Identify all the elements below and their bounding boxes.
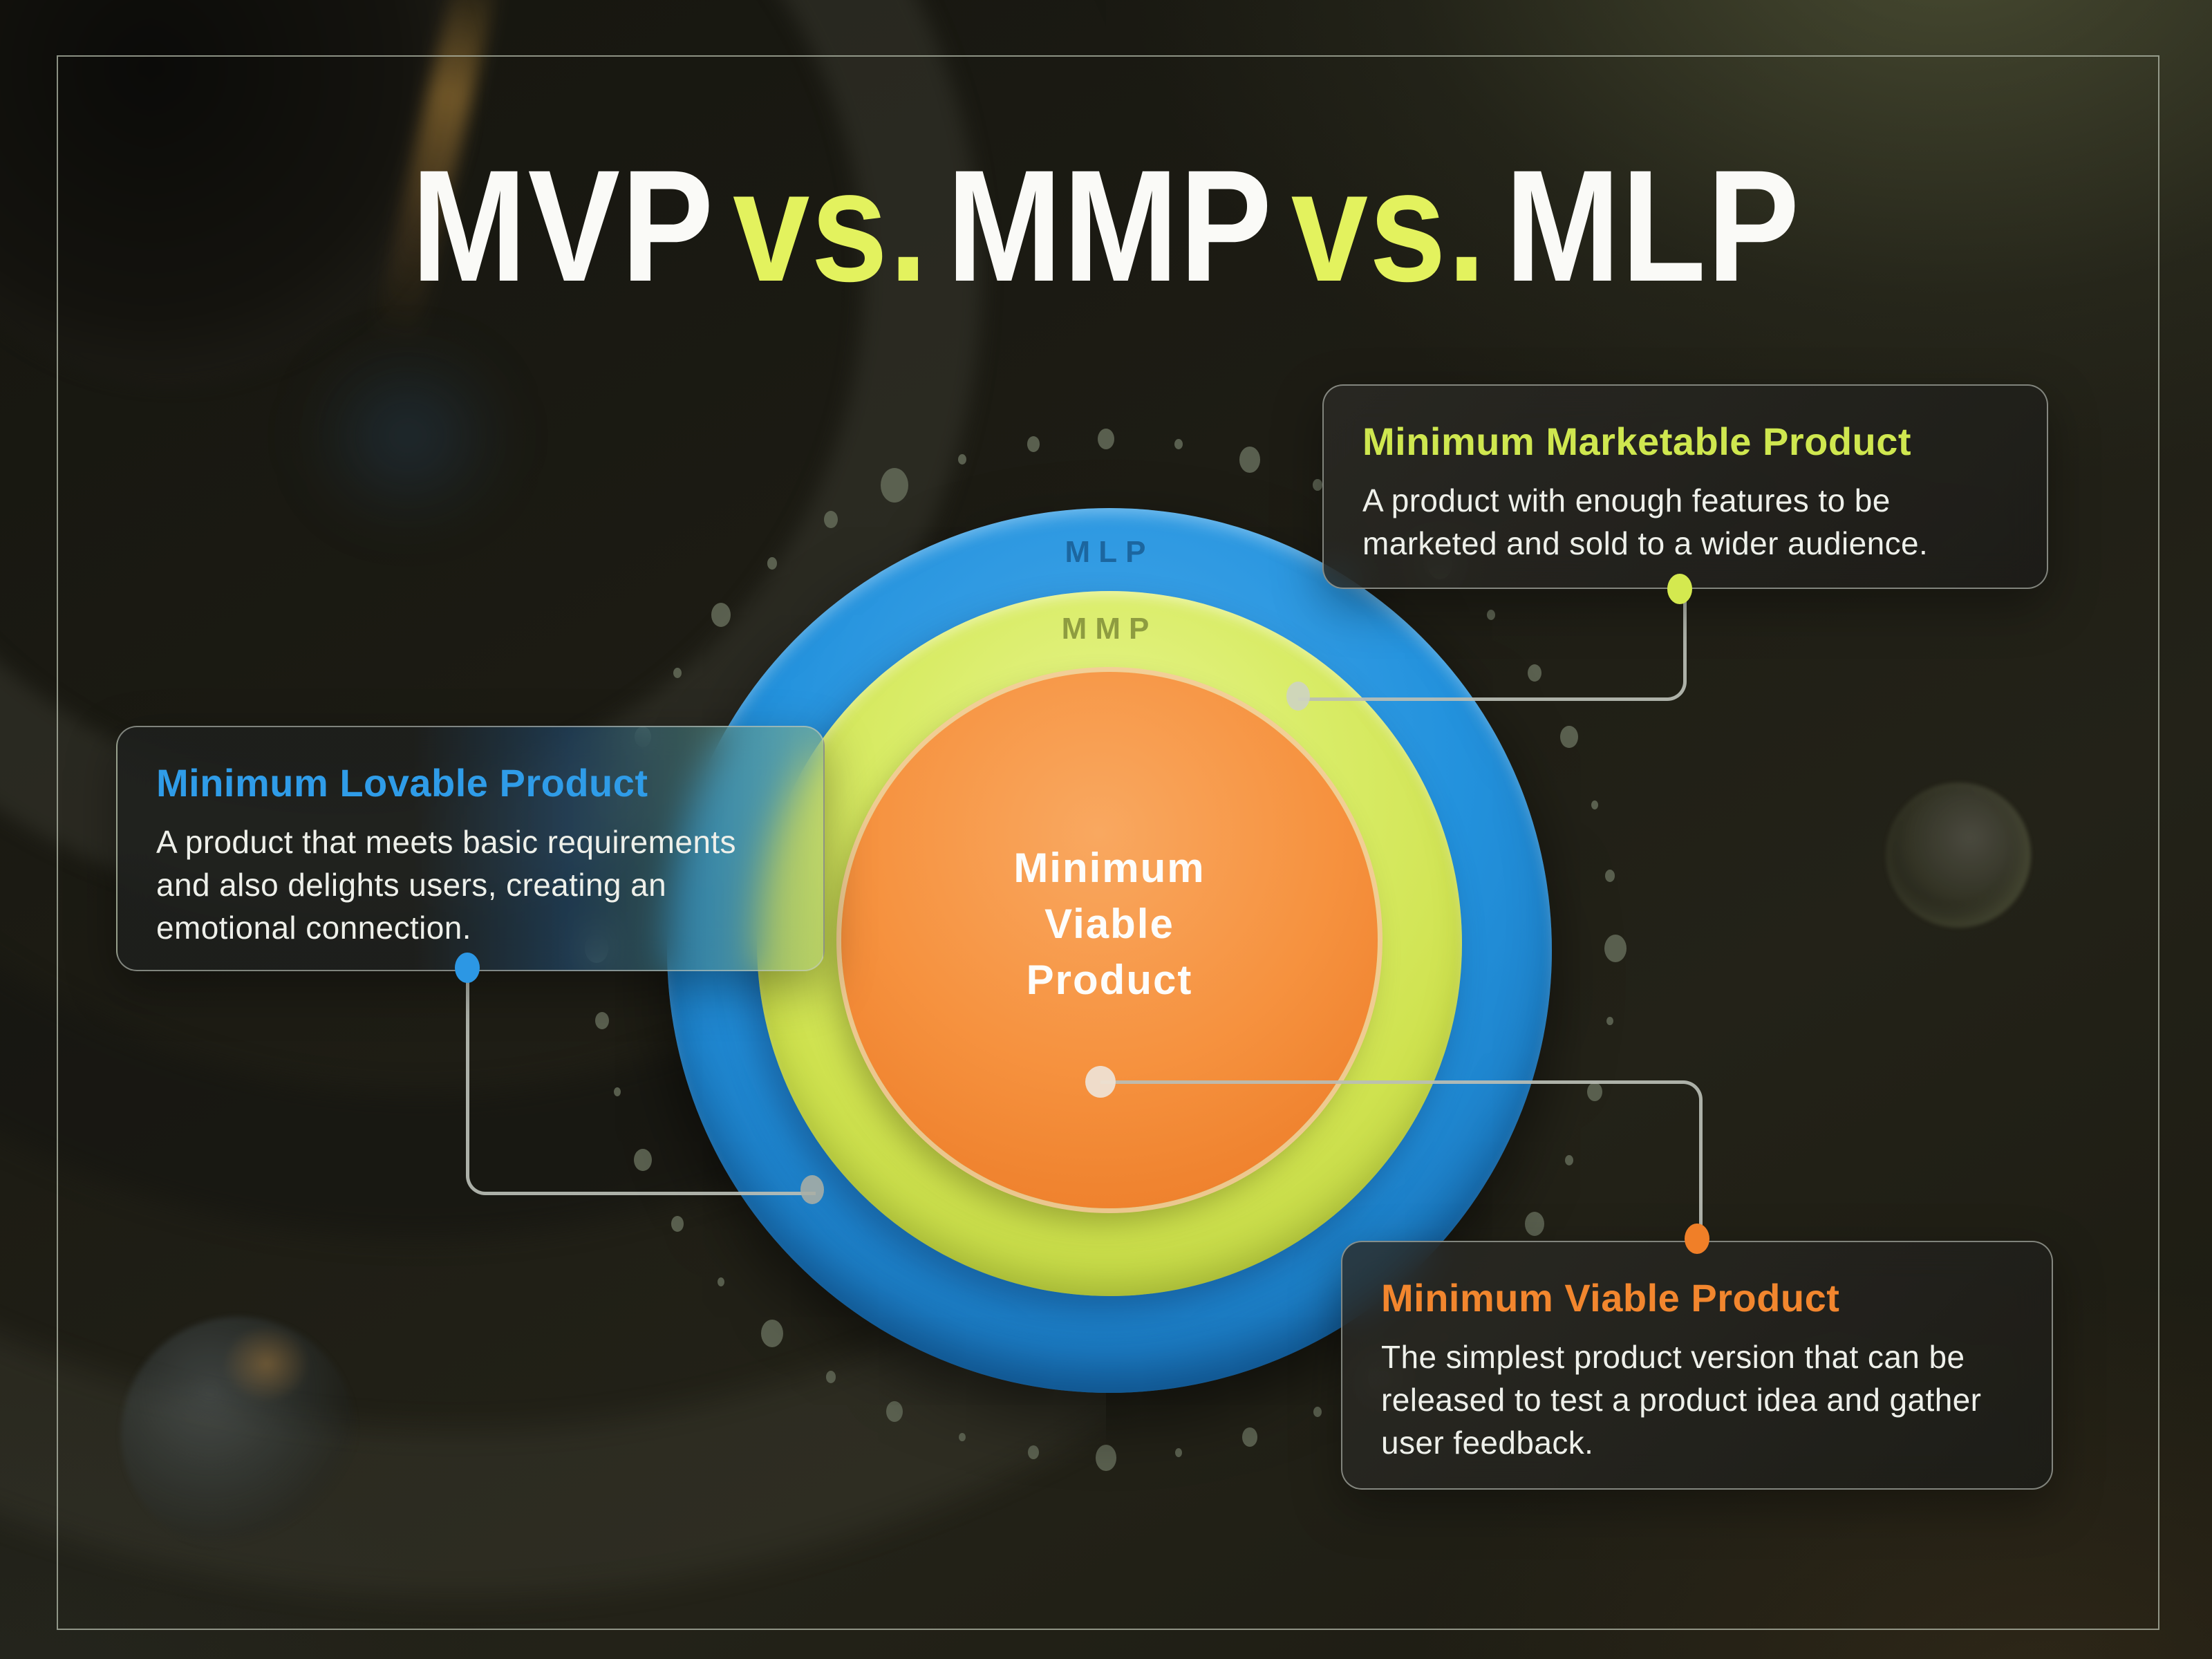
- center-label-line3: Product: [1026, 957, 1193, 1003]
- title-word-mvp: MVP: [411, 137, 715, 315]
- center-label-line1: Minimum: [1013, 845, 1206, 891]
- mmp-callout-card: Minimum Marketable Product A product wit…: [1322, 384, 2048, 589]
- ring-dot: [958, 454, 967, 465]
- sphere-right: [1886, 782, 2031, 928]
- mlp-callout-title: Minimum Lovable Product: [156, 761, 648, 805]
- mlp-circle-label: MLP: [1065, 535, 1154, 569]
- ring-dot: [1096, 1445, 1116, 1471]
- ring-dot: [1028, 1445, 1040, 1460]
- ring-dot: [1587, 1082, 1603, 1102]
- ring-dot: [761, 1319, 784, 1347]
- title-word-mmp: MMP: [946, 137, 1273, 315]
- ring-dot: [885, 1401, 903, 1423]
- ring-dot: [1486, 609, 1495, 620]
- mvp-box-dot: [1685, 1224, 1709, 1254]
- swirl-blue-glow: [276, 318, 539, 553]
- title-vs-2: vs.: [1291, 137, 1488, 315]
- ring-dot: [1174, 1448, 1182, 1457]
- ring-dot: [718, 1277, 724, 1286]
- mvp-connector-line: [1100, 1080, 1703, 1242]
- mvp-circle-dot: [1085, 1066, 1116, 1098]
- ring-dot: [1525, 1211, 1544, 1236]
- ring-dot: [1027, 436, 1040, 452]
- mvp-callout-card: Minimum Viable Product The simplest prod…: [1341, 1241, 2053, 1490]
- bubble-bottom-left: [121, 1317, 356, 1552]
- ring-dot: [767, 557, 778, 570]
- mmp-circle-dot: [1286, 682, 1310, 711]
- mvp-callout-title: Minimum Viable Product: [1381, 1276, 1840, 1320]
- center-label-line2: Viable: [1044, 901, 1174, 947]
- ring-dot: [1605, 870, 1615, 882]
- mmp-callout-body: A product with enough features to be mar…: [1362, 482, 1929, 561]
- ring-dot: [633, 1148, 652, 1172]
- ring-dot: [711, 602, 731, 627]
- mmp-callout-title: Minimum Marketable Product: [1362, 420, 1912, 463]
- ring-dot: [1241, 1427, 1257, 1447]
- ring-dot: [1528, 664, 1541, 682]
- mlp-box-dot: [455, 953, 480, 983]
- mmp-connector-line: [1298, 589, 1687, 701]
- border-frame: [57, 55, 2159, 1630]
- ring-dot: [823, 511, 838, 529]
- mlp-callout-body: A product that meets basic requirements …: [156, 824, 736, 946]
- ring-dot: [594, 1012, 609, 1030]
- ring-dot: [1313, 1406, 1322, 1417]
- ring-dot: [1174, 439, 1183, 449]
- ring-dot: [825, 1371, 836, 1383]
- mvp-circle-label: Minimum Viable Product: [902, 840, 1317, 1008]
- ring-dot: [1313, 478, 1323, 491]
- title-word-mlp: MLP: [1505, 137, 1801, 315]
- ring-dot: [1098, 429, 1114, 449]
- mvp-circle: [841, 672, 1378, 1208]
- ring-dot: [673, 668, 682, 679]
- mvp-callout-body: The simplest product version that can be…: [1381, 1339, 1982, 1461]
- mlp-callout-card: Minimum Lovable Product A product that m…: [116, 726, 825, 971]
- ring-dot: [1606, 1016, 1614, 1026]
- ring-dot: [671, 1216, 684, 1232]
- title-vs-1: vs.: [733, 137, 929, 315]
- mlp-connector-line: [466, 968, 816, 1195]
- ring-dot: [880, 467, 908, 503]
- ring-dot: [1591, 800, 1599, 809]
- mmp-circle-label: MMP: [1061, 612, 1158, 646]
- ring-dot: [1565, 1154, 1574, 1165]
- ring-dot: [1560, 725, 1579, 749]
- ring-dot: [959, 1432, 966, 1442]
- mlp-circle-dot: [800, 1175, 824, 1204]
- mmp-box-dot: [1667, 574, 1692, 604]
- ring-dot: [1604, 935, 1627, 962]
- ring-dot: [613, 1087, 621, 1096]
- ring-dot: [1239, 447, 1260, 473]
